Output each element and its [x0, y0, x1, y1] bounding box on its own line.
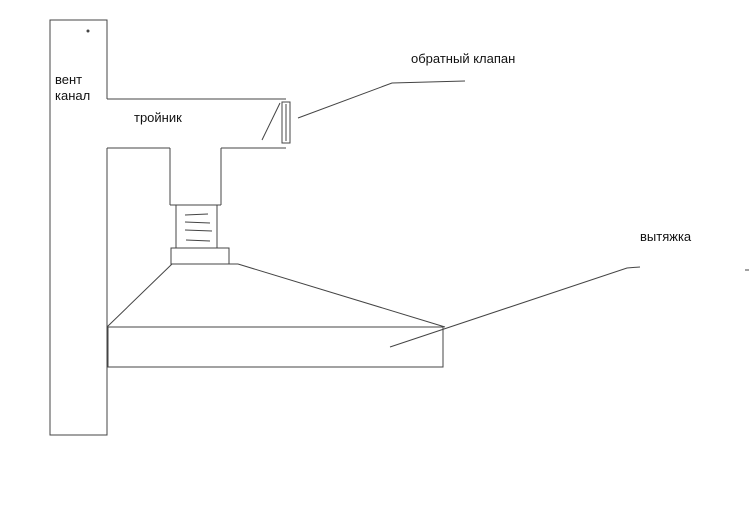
dot-mark — [86, 29, 90, 33]
hood-label: вытяжка — [640, 229, 692, 244]
hood — [106, 247, 446, 368]
vent-channel-label-line1: вент — [55, 72, 83, 87]
hood-leader — [389, 266, 641, 348]
leader-lines — [297, 80, 749, 348]
tee-label: тройник — [134, 110, 182, 125]
check-valve-label: обратный клапан — [411, 51, 516, 66]
corrugated-pipe — [175, 204, 218, 249]
check-valve-leader — [297, 80, 466, 119]
vent-channel — [49, 19, 108, 436]
check-valve — [261, 101, 291, 144]
vent-channel-label-line2: канал — [55, 88, 91, 103]
